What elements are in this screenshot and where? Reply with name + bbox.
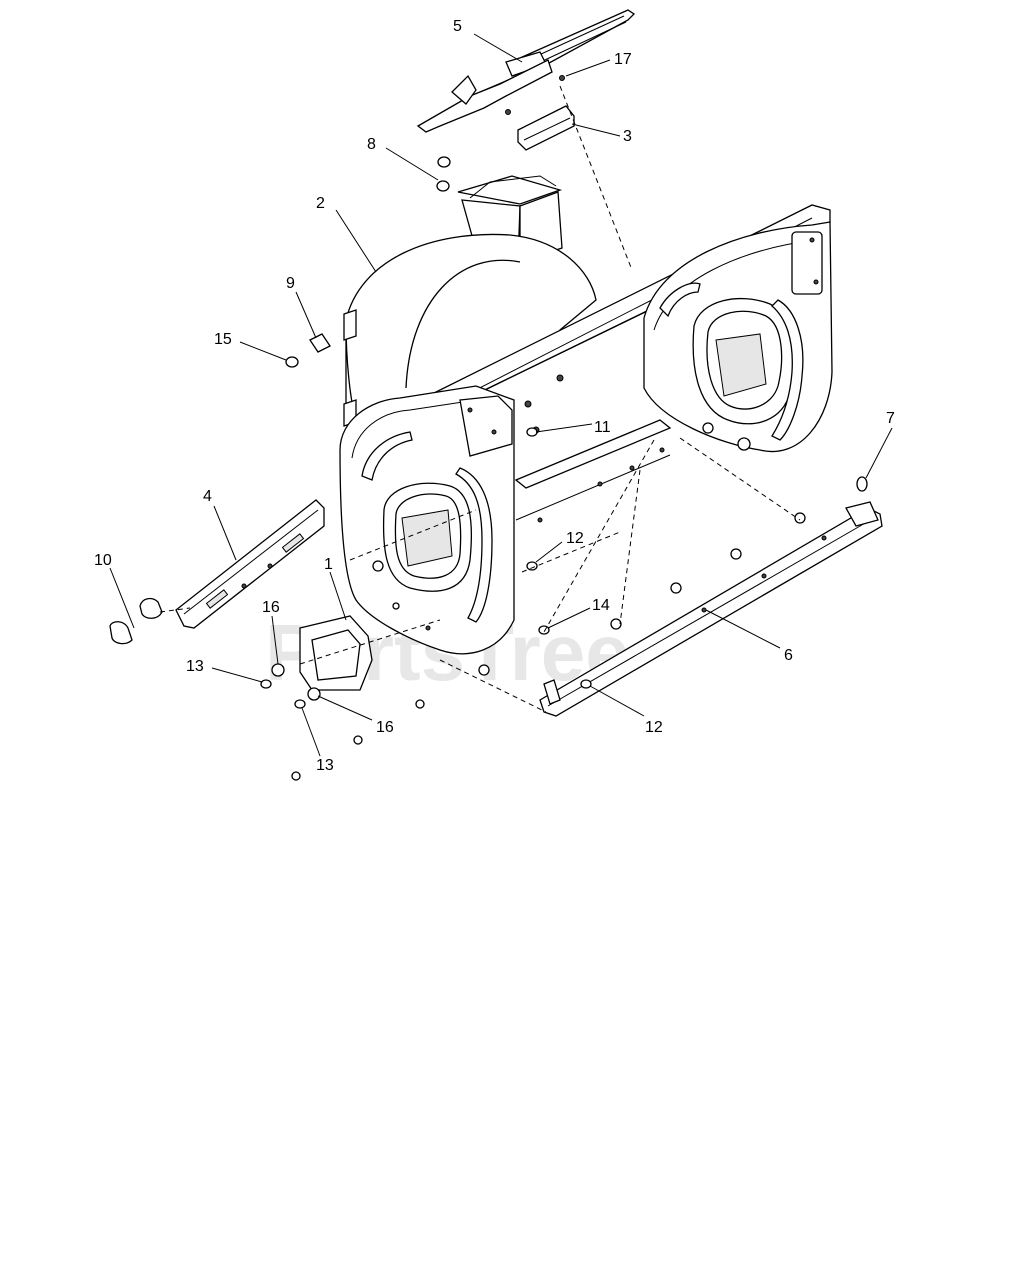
nut: [415, 699, 425, 709]
callout-11: 11: [594, 419, 611, 436]
callout-6: 6: [784, 647, 793, 664]
callout-17: 17: [614, 51, 632, 68]
callout-5: 5: [453, 18, 462, 35]
part-8-bushings: [436, 156, 451, 192]
part-6-scraper-bar: [539, 501, 883, 717]
part-16-washer-lower: [307, 687, 321, 701]
nut: [478, 664, 490, 676]
part-4-skid-shoe: [175, 499, 325, 629]
part-12-bolt-upper: [526, 561, 538, 571]
callout-10: 10: [94, 552, 112, 569]
part-5-chute-deflector: [416, 9, 636, 133]
callout-2: 2: [316, 195, 325, 212]
nut: [353, 735, 363, 745]
callout-4: 4: [203, 488, 212, 505]
callout-7: 7: [886, 410, 895, 427]
callout-8: 8: [367, 136, 376, 153]
callout-16-upper: 16: [262, 599, 280, 616]
callout-12-upper: 12: [566, 530, 584, 547]
assembly-lines: [159, 85, 801, 713]
part-13-nut-upper: [260, 679, 272, 689]
part-14-bolt: [538, 625, 550, 635]
part-9-clip: [309, 333, 331, 353]
nut: [291, 771, 301, 781]
callout-13-upper: 13: [186, 658, 204, 675]
callout-13-lower: 13: [316, 757, 334, 774]
callout-12-lower: 12: [645, 719, 663, 736]
callout-1: 1: [324, 556, 333, 573]
callout-labels: 5 17 3 8 2 9 15 11 7 4 12 10 1 16 14 6 1…: [94, 18, 895, 774]
callout-3: 3: [623, 128, 632, 145]
callout-15: 15: [214, 331, 232, 348]
hardware: [260, 427, 868, 781]
part-12-bolt-lower: [580, 679, 592, 689]
callout-14: 14: [592, 597, 610, 614]
part-11-bolt: [526, 427, 538, 437]
part-15-bolt: [285, 356, 299, 368]
housing-frame: [339, 204, 833, 655]
part-13-nut-lower: [294, 699, 306, 709]
callout-9: 9: [286, 275, 295, 292]
part-10-wing-nuts: [109, 597, 163, 645]
part-16-washer-upper: [271, 663, 285, 677]
callout-16-lower: 16: [376, 719, 394, 736]
part-7-carriage-bolt: [856, 476, 868, 492]
part-3-bracket: [505, 75, 575, 151]
leader-lines: [109, 33, 893, 757]
